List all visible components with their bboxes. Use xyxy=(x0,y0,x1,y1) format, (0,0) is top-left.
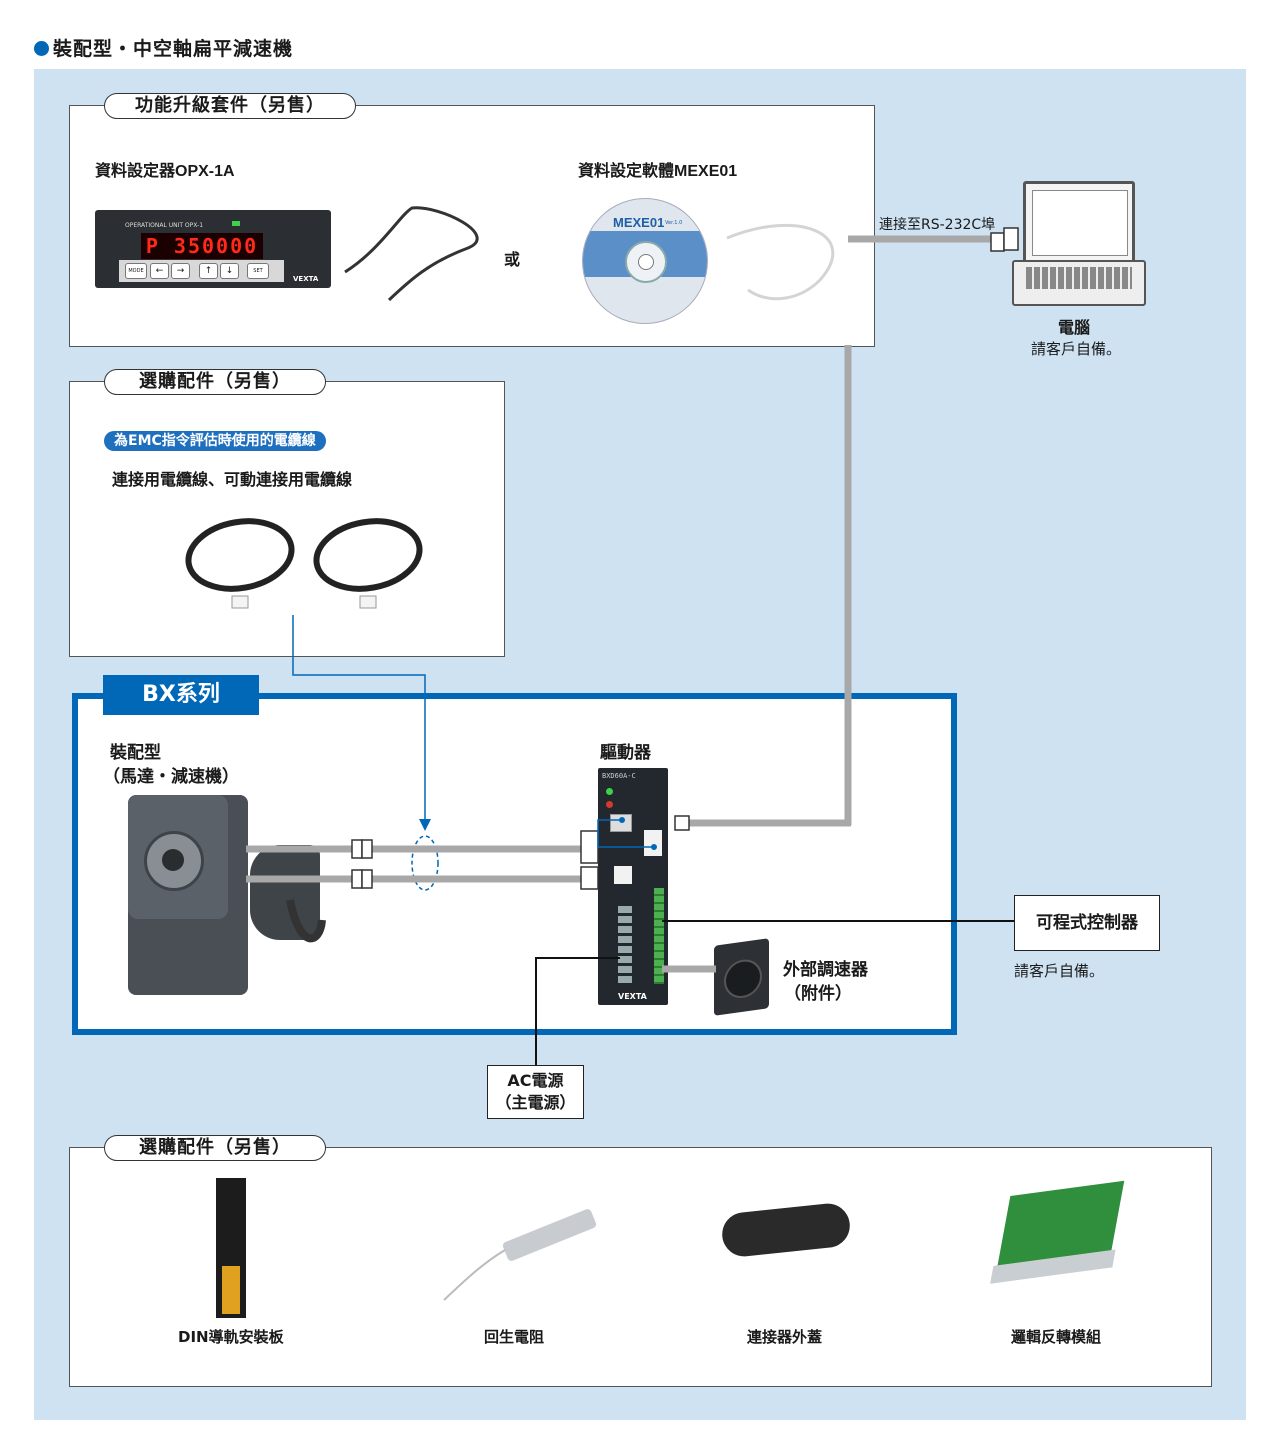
motor-lead-1 xyxy=(286,899,326,943)
motor-label-1: 裝配型 xyxy=(110,743,161,763)
or-label: 或 xyxy=(504,250,521,269)
page-title: 裝配型・中空軸扁平減速機 xyxy=(34,34,293,61)
emc-pointer-arrow xyxy=(419,819,431,831)
emc-cable-coil-2 xyxy=(313,518,423,592)
driver-brand: VEXTA xyxy=(618,992,647,1001)
driver-model: BXD60A-C xyxy=(602,772,636,780)
emc-cable-plug-1 xyxy=(231,595,249,609)
driver-label: 驅動器 xyxy=(600,743,651,763)
device-key-down: ↓ xyxy=(220,263,239,279)
laptop-display xyxy=(1032,190,1128,256)
pc-note: 請客戶自備。 xyxy=(1031,340,1122,358)
data-unit-label: 資料設定器OPX-1A xyxy=(95,161,235,180)
accessory-din-rail: DIN導軌安裝板 xyxy=(178,1328,284,1346)
cd-version: Ver.1.0 xyxy=(665,220,683,226)
driver-connector-1 xyxy=(580,830,599,864)
speed-controller-label-1: 外部調速器 xyxy=(783,960,868,980)
plc-note: 請客戶自備。 xyxy=(1014,962,1105,980)
cd-hole xyxy=(638,254,654,270)
accessories-bottom-label: 選購配件（另售） xyxy=(104,1135,326,1161)
driver-comm-connector xyxy=(674,815,690,831)
emc-pointer xyxy=(292,615,426,825)
accessory-regen-resistor: 回生電阻 xyxy=(484,1328,545,1346)
cable-label: 連接用電纜線、可動連接用電纜線 xyxy=(112,470,353,489)
accessory-logic-module: 邏輯反轉模組 xyxy=(1011,1328,1102,1346)
device-key-mode: MODE xyxy=(125,263,147,279)
device-key-right: → xyxy=(171,263,190,279)
pc-connector xyxy=(990,232,1005,252)
accessory-connector-cover: 連接器外蓋 xyxy=(747,1328,823,1346)
mexe-cable xyxy=(726,223,835,301)
accessories-cable-label: 選購配件（另售） xyxy=(104,369,326,395)
software-cd: MEXE01 Ver.1.0 xyxy=(582,198,708,324)
driver-led-operation xyxy=(606,788,613,795)
ac-power-box: AC電源 （主電源） xyxy=(487,1065,584,1119)
data-setter-device: OPERATIONAL UNIT OPX-1 P 350000 VEXTA MO… xyxy=(95,210,331,288)
emc-cable-plug-2 xyxy=(359,595,377,609)
software-label: 資料設定軟體MEXE01 xyxy=(578,161,738,180)
driver-led-alarm xyxy=(606,801,613,808)
motor-body xyxy=(250,845,320,940)
driver-sensor-dot xyxy=(651,844,657,850)
emc-cable-marker xyxy=(411,835,439,891)
pc-label: 電腦 xyxy=(1058,318,1091,337)
device-key-up: ↑ xyxy=(199,263,218,279)
motor-cable-connector-2b xyxy=(361,869,373,889)
driver-io-terminal xyxy=(654,888,664,984)
motor-label-2: （馬達・減速機） xyxy=(103,767,239,787)
laptop-keyboard xyxy=(1012,260,1146,306)
driver-motor-connector xyxy=(614,866,632,884)
ac-power-line2: （主電源） xyxy=(495,1093,576,1112)
device-key-set: SET xyxy=(247,263,269,279)
device-header: OPERATIONAL UNIT OPX-1 xyxy=(125,222,204,229)
cd-hole-ring xyxy=(625,241,667,283)
din-rail-clip xyxy=(222,1266,240,1314)
opx-cable xyxy=(344,206,479,302)
device-key-left: ← xyxy=(150,263,169,279)
emc-tag: 為EMC指令評估時使用的電纜線 xyxy=(104,431,326,451)
speed-controller-label-2: （附件） xyxy=(784,984,852,1004)
driver-sensor-connector xyxy=(644,830,662,856)
bx-series-title: BX系列 xyxy=(103,675,259,715)
plc-box: 可程式控制器 xyxy=(1014,895,1160,951)
ac-power-line1: AC電源 xyxy=(507,1071,564,1090)
ac-power-cable xyxy=(535,957,620,1065)
motor-cable-connector-1a xyxy=(351,839,363,859)
driver-unit: BXD60A-C VEXTA xyxy=(598,768,668,1005)
driver-terminal-block xyxy=(618,906,632,986)
rs232-label: 連接至RS-232C埠 xyxy=(879,217,996,233)
driver-port-dot xyxy=(619,817,625,823)
gear-motor xyxy=(128,795,248,995)
device-brand: VEXTA xyxy=(293,275,319,283)
motor-cable-connector-1b xyxy=(361,839,373,859)
device-led xyxy=(232,221,240,226)
motor-cable-connector-2a xyxy=(351,869,363,889)
regen-resistor-wires xyxy=(443,1249,506,1301)
driver-connector-2 xyxy=(580,866,599,890)
laptop-keys xyxy=(1026,267,1132,289)
motor-shaft-hole xyxy=(162,849,184,871)
din-rail-plate xyxy=(216,1178,246,1318)
device-display: P 350000 xyxy=(141,233,263,259)
driver-port xyxy=(610,814,632,832)
upgrade-kit-label: 功能升級套件（另售） xyxy=(104,93,356,119)
cd-title: MEXE01 xyxy=(613,215,665,230)
driver-port-pointer xyxy=(597,819,620,847)
bullet-icon xyxy=(34,41,49,56)
pc-connector-plug xyxy=(1003,227,1019,251)
accessories-cable-box xyxy=(69,381,505,657)
emc-cable-coil-1 xyxy=(185,518,295,592)
